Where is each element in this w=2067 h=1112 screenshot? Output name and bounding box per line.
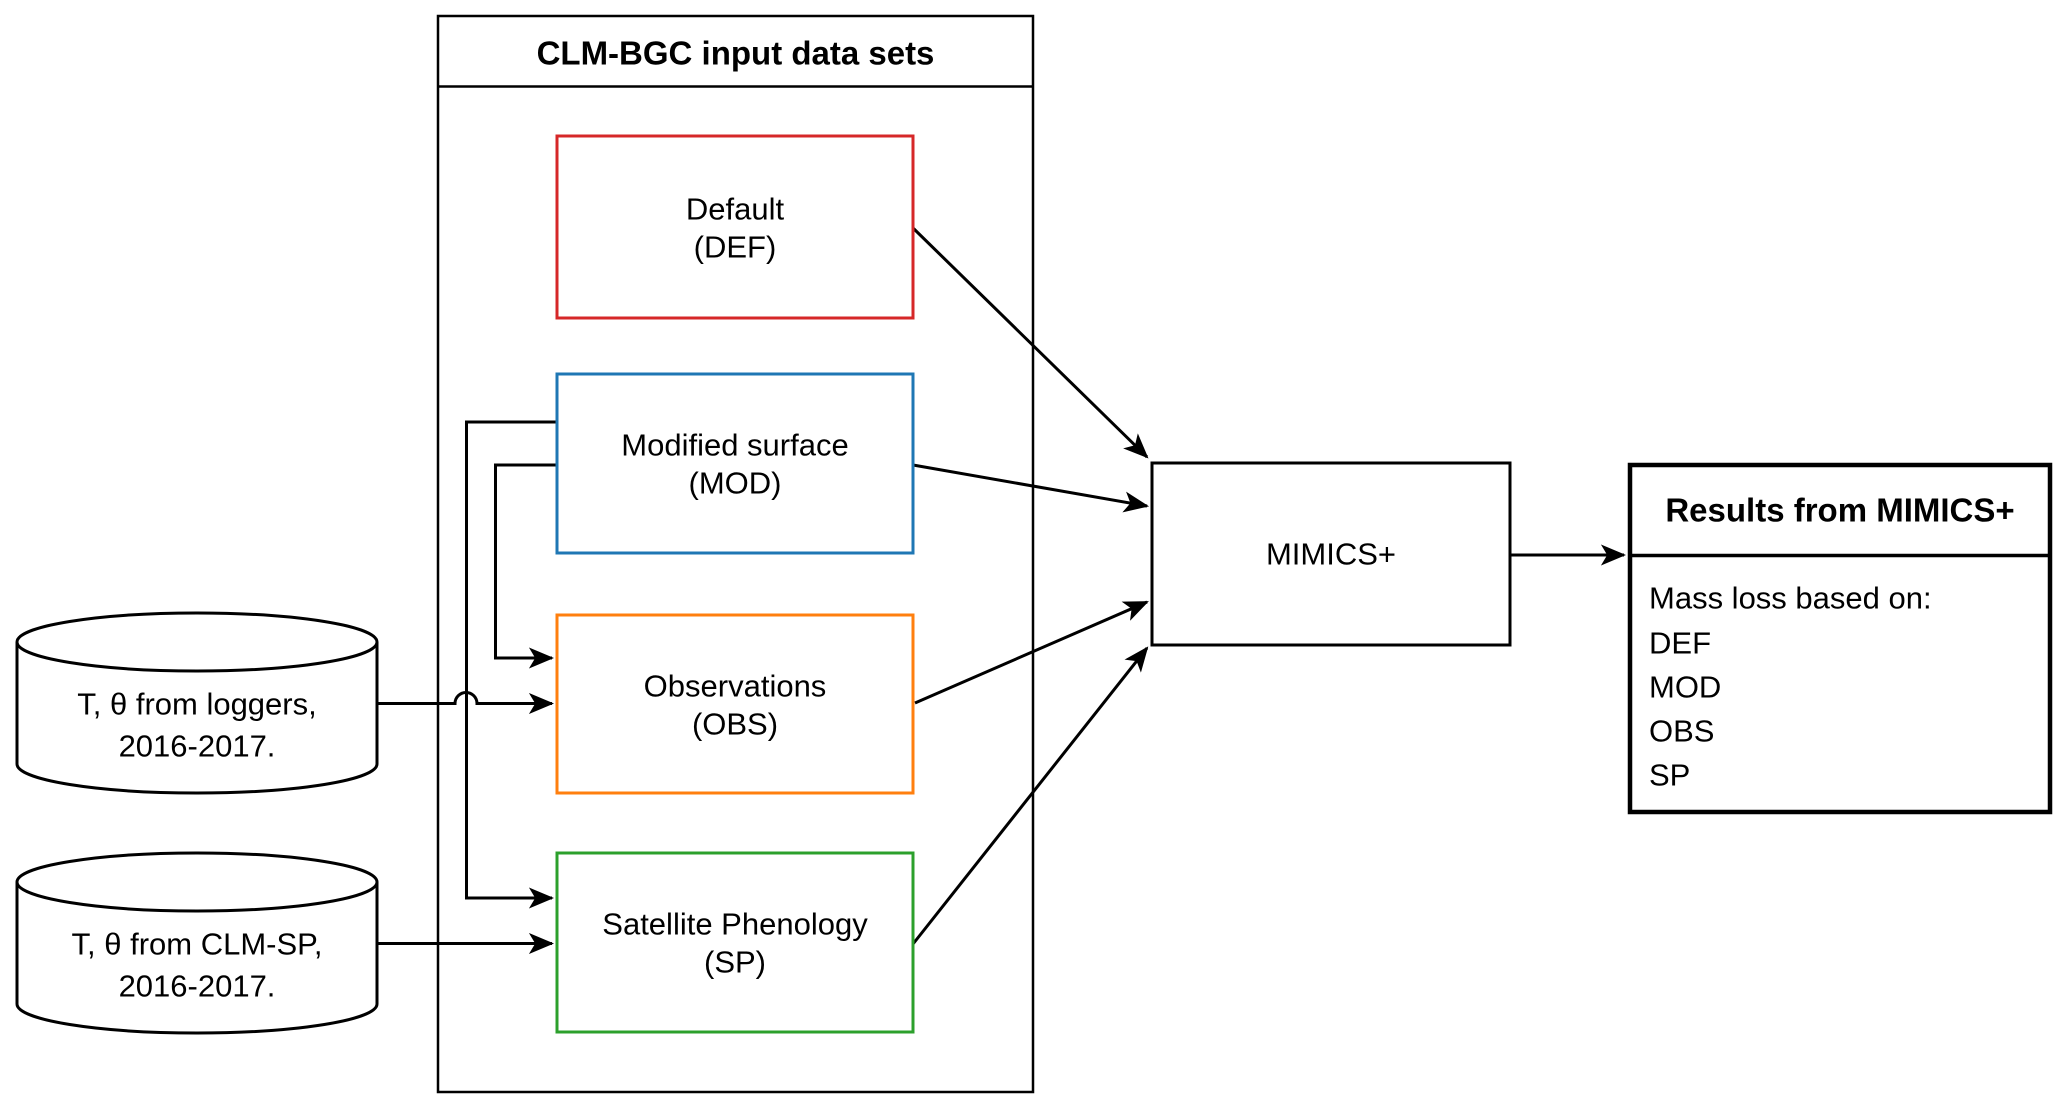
arrow-obs-to-mimics <box>914 600 1149 705</box>
clmsp-label-line1: T, θ from CLM-SP, <box>72 927 323 962</box>
sp-box-label-line2: (SP) <box>704 945 766 980</box>
def-box-label-line2: (DEF) <box>694 230 777 265</box>
results-item-mod: MOD <box>1649 670 1721 705</box>
obs-box-border <box>555 613 915 795</box>
arrow-mod-to-mimics <box>912 463 1150 513</box>
results-item-sp: SP <box>1649 758 1690 793</box>
def-box-border <box>555 134 915 320</box>
mod-box-label-line1: Modified surface <box>621 428 848 463</box>
results-item-def: DEF <box>1649 626 1711 661</box>
mimics-box-border <box>1150 461 1512 647</box>
arrow-def-to-mimics <box>911 226 1149 459</box>
results-box: Results from MIMICS+ Mass loss based on:… <box>1627 462 2053 815</box>
def-box-label-line1: Default <box>686 192 785 227</box>
arrow-mod-to-sp <box>465 420 557 909</box>
loggers-datastore-cylinder: T, θ from loggers, 2016-2017. <box>15 611 379 795</box>
obs-box-label-line1: Observations <box>644 669 827 704</box>
arrow-mod-to-obs <box>494 463 557 669</box>
clm-bgc-container-title: CLM-BGC input data sets <box>537 35 935 72</box>
mod-box-border <box>555 372 915 555</box>
clm-bgc-container-border <box>436 14 1035 1094</box>
results-subtitle: Mass loss based on: <box>1649 581 1932 616</box>
sp-box-border <box>555 851 915 1034</box>
results-item-obs: OBS <box>1649 714 1714 749</box>
clm-bgc-container: CLM-BGC input data sets <box>436 14 1035 1094</box>
clmsp-label-line2: 2016-2017. <box>119 969 276 1004</box>
loggers-label-line2: 2016-2017. <box>119 729 276 764</box>
obs-box-label-line2: (OBS) <box>692 707 778 742</box>
arrow-sp-to-mimics <box>911 646 1149 945</box>
mimics-box: MIMICS+ <box>1150 461 1512 647</box>
def-box: Default (DEF) <box>555 134 915 320</box>
loggers-cylinder-body <box>15 642 379 795</box>
arrow-loggers-to-obs <box>377 691 555 714</box>
mod-box-label-line2: (MOD) <box>689 466 782 501</box>
sp-box-label-line1: Satellite Phenology <box>602 907 868 942</box>
clmsp-cylinder-body <box>15 882 379 1035</box>
sp-box: Satellite Phenology (SP) <box>555 851 915 1034</box>
mod-box: Modified surface (MOD) <box>555 372 915 555</box>
results-title: Results from MIMICS+ <box>1665 492 2014 529</box>
results-box-border <box>1627 462 2053 815</box>
clmsp-cylinder-top <box>15 851 379 913</box>
mimics-box-label: MIMICS+ <box>1266 537 1396 572</box>
clmsp-datastore-cylinder: T, θ from CLM-SP, 2016-2017. <box>15 851 379 1035</box>
loggers-cylinder-top <box>15 611 379 673</box>
obs-box: Observations (OBS) <box>555 613 915 795</box>
loggers-label-line1: T, θ from loggers, <box>77 687 316 722</box>
